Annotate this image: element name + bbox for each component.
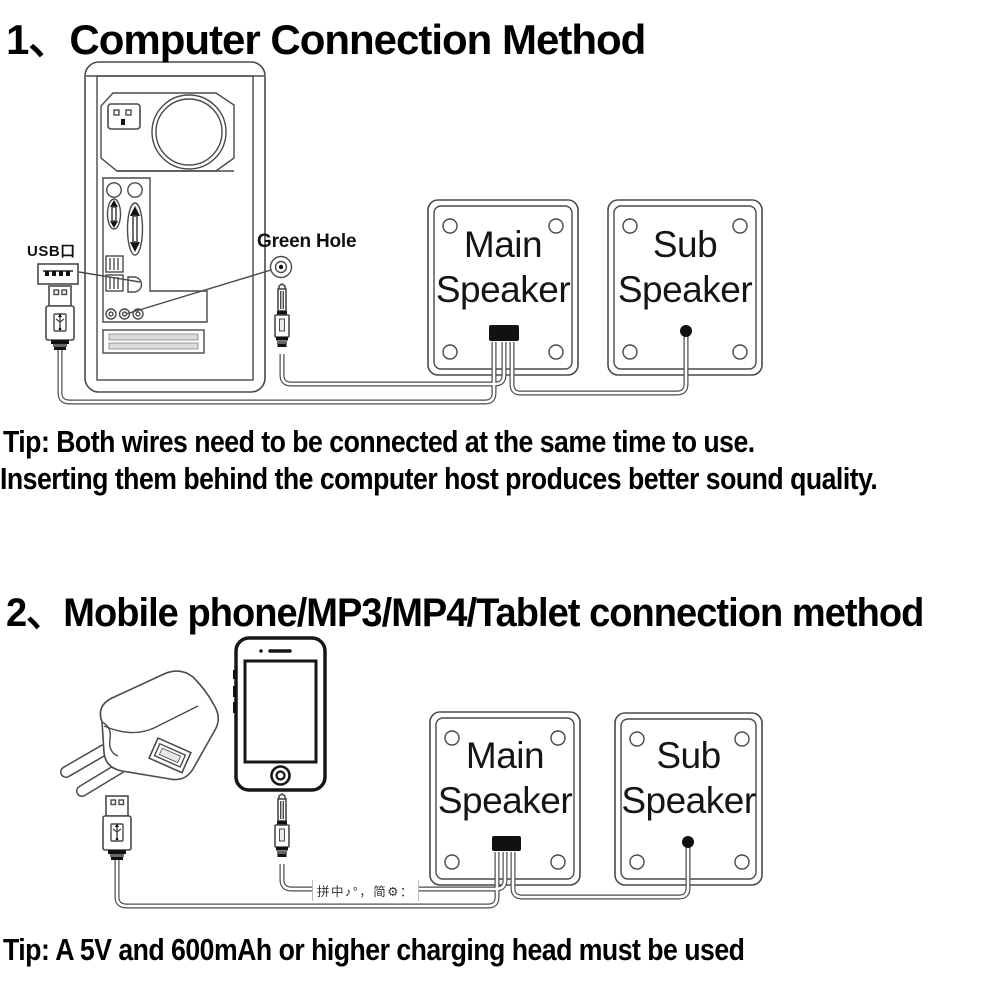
main-speaker-label-2-line1: Main bbox=[465, 735, 545, 776]
audio-plug-icon-2 bbox=[274, 793, 290, 858]
ime-watermark: 拼中♪°，简⚙： bbox=[312, 880, 419, 901]
main-speaker-connector-block-2 bbox=[492, 836, 521, 851]
main-speaker-box-1 bbox=[427, 199, 579, 376]
green-hole-jack-icon bbox=[269, 255, 293, 279]
section1-tip-line1: Tip: Both wires need to be connected at … bbox=[3, 424, 755, 459]
main-speaker-label-2: Main Speaker bbox=[430, 733, 580, 823]
section1-tip-line2: Inserting them behind the computer host … bbox=[0, 461, 878, 496]
computer-tower-drawing bbox=[84, 61, 266, 393]
sub-speaker-label-2-line2: Speaker bbox=[621, 780, 756, 821]
section2-tip: Tip: A 5V and 600mAh or higher charging … bbox=[3, 932, 745, 967]
sub-speaker-wire-dot-1 bbox=[680, 325, 692, 337]
phone-icon bbox=[233, 636, 327, 792]
sub-speaker-label-1-line1: Sub bbox=[652, 224, 718, 265]
usb-label: USB口 bbox=[27, 243, 76, 260]
section2-title: 2、Mobile phone/MP3/MP4/Tablet connection… bbox=[6, 591, 924, 635]
section1-title: 1、Computer Connection Method bbox=[6, 16, 646, 63]
main-speaker-label-1: Main Speaker bbox=[428, 222, 578, 312]
cables-section-1 bbox=[57, 335, 689, 405]
usb-plug-icon-1 bbox=[45, 285, 75, 351]
green-hole-label: Green Hole bbox=[257, 231, 357, 252]
sub-speaker-label-2: Sub Speaker bbox=[615, 733, 762, 823]
sub-speaker-wire-dot-2 bbox=[682, 836, 694, 848]
main-speaker-label-1-line1: Main bbox=[463, 224, 543, 265]
usb-port-icon bbox=[37, 263, 79, 285]
main-speaker-label-2-line2: Speaker bbox=[437, 780, 573, 821]
main-speaker-label-1-line2: Speaker bbox=[435, 269, 571, 310]
usb-pointer-line bbox=[78, 271, 141, 283]
sub-speaker-label-1-line2: Speaker bbox=[617, 269, 753, 310]
main-speaker-connector-block-1 bbox=[489, 325, 519, 341]
charger-icon bbox=[60, 670, 220, 797]
sub-speaker-label-2-line1: Sub bbox=[656, 735, 721, 776]
audio-plug-icon-1 bbox=[274, 283, 290, 348]
green-hole-pointer-line bbox=[125, 269, 272, 315]
sub-speaker-label-1: Sub Speaker bbox=[608, 222, 762, 312]
usb-plug-icon-2 bbox=[102, 795, 132, 861]
